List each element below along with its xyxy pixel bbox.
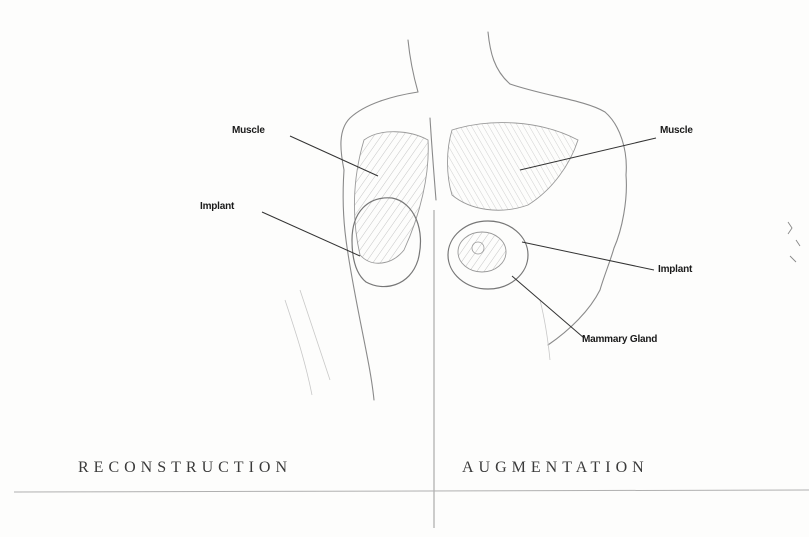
neck-left-line — [408, 40, 418, 92]
right-arm-edge — [600, 175, 626, 290]
margin-mark — [788, 222, 800, 262]
label-implant-left: Implant — [200, 201, 234, 212]
left-arm-edge — [343, 170, 346, 240]
caption-reconstruction: RECONSTRUCTION — [78, 459, 292, 477]
label-muscle-left: Muscle — [232, 125, 265, 136]
leader-mammary — [512, 276, 584, 338]
label-mammary-gland: Mammary Gland — [582, 334, 657, 345]
neck-right-line — [488, 32, 510, 84]
muscle-right-shape — [448, 123, 579, 211]
label-implant-right: Implant — [658, 264, 692, 275]
leader-implant-right — [522, 242, 654, 270]
caption-augmentation: AUGMENTATION — [462, 459, 649, 477]
sternum-line — [430, 118, 436, 200]
lower-sketch-strokes — [285, 290, 550, 395]
label-muscle-right: Muscle — [660, 125, 693, 136]
left-lower-contour — [346, 240, 374, 400]
bottom-rule — [14, 490, 809, 492]
